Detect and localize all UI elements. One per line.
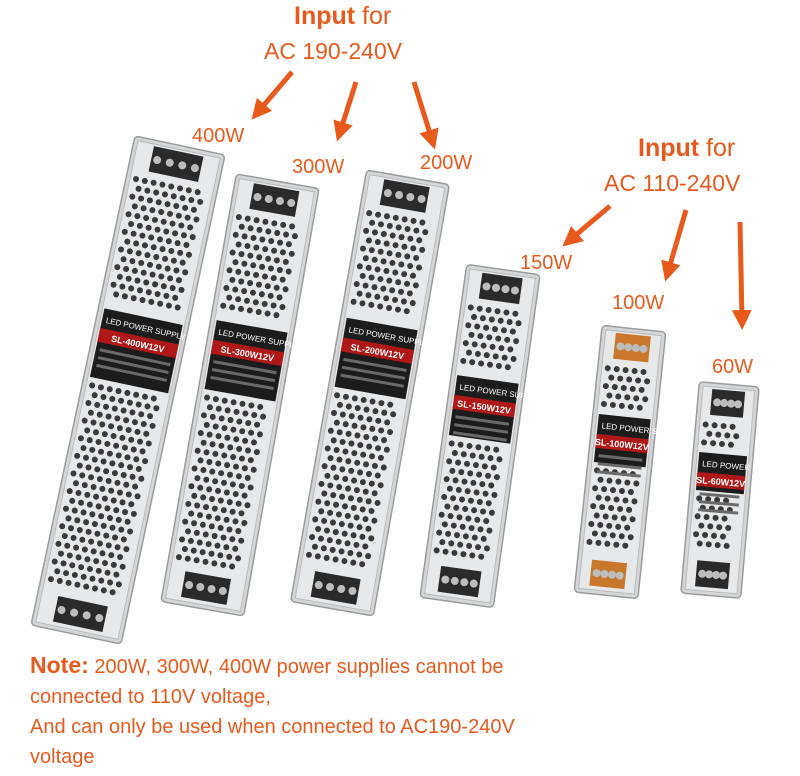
arrow-60w: [731, 221, 752, 330]
arrow-200w: [411, 81, 439, 150]
wattage-150w: 150W: [520, 252, 573, 274]
arrow-400w: [251, 70, 294, 120]
headline-left-strong: Input: [294, 2, 356, 30]
wattage-60w: 60W: [712, 356, 754, 378]
arrow-100w: [661, 209, 689, 282]
wattage-200w: 200W: [420, 152, 473, 174]
label-model: SL-60W12V: [696, 475, 746, 489]
note-line-4: voltage: [30, 746, 95, 768]
note-line-1: Note: 200W, 300W, 400W power supplies ca…: [30, 650, 790, 682]
headline-right: Input for: [638, 134, 735, 162]
headline-right-range: AC 110-240V: [604, 170, 741, 196]
note-line-2: connected to 110V voltage,: [30, 686, 271, 708]
note-strong: Note:: [30, 652, 89, 678]
headline-right-strong: Input: [638, 134, 700, 162]
headline-left-range: AC 190-240V: [264, 38, 403, 64]
wattage-300w: 300W: [292, 156, 345, 178]
note-line-3: And can only be used when connected to A…: [30, 716, 515, 738]
headline-left-rest: for: [355, 2, 392, 30]
wattage-400w: 400W: [192, 125, 245, 147]
headline-left: Input for: [294, 2, 391, 30]
wattage-100w: 100W: [612, 292, 665, 314]
note-line-1-text: 200W, 300W, 400W power supplies cannot b…: [88, 656, 504, 678]
headline-right-rest: for: [699, 134, 736, 162]
note-text: Note: 200W, 300W, 400W power supplies ca…: [30, 650, 790, 772]
arrow-150w: [562, 204, 612, 247]
arrow-300w: [333, 81, 359, 142]
